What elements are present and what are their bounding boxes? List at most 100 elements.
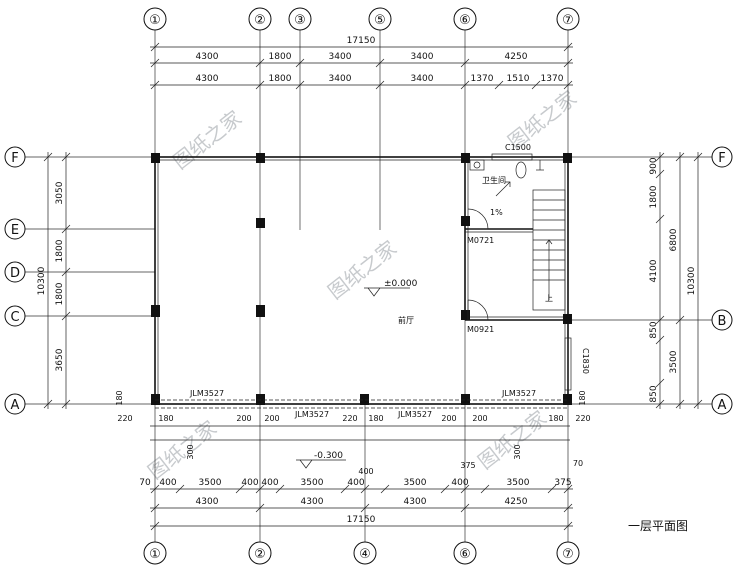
left-dimensions: 10300 3050 1800 1800 3650 <box>37 152 71 409</box>
grid-label-top-5: ⑥ <box>459 13 471 28</box>
dim-top-r2-7: 1370 <box>541 74 564 84</box>
pier-label-4: 200 <box>264 414 279 423</box>
dim-top-r1-3: 3400 <box>329 52 352 62</box>
pier-label-7: 200 <box>441 414 456 423</box>
dim-bottom-r2-7: 400 <box>347 478 364 488</box>
stair: 上 <box>532 189 566 311</box>
beam-right-label: JLM3527 <box>501 389 536 398</box>
top-dimensions: 17150 4300 1800 3400 3400 4250 4300 1800… <box>150 36 573 90</box>
horizontal-grid-lines <box>25 156 720 405</box>
window-top-label: C1500 <box>505 143 531 152</box>
door-m0921-label: M0921 <box>467 325 494 334</box>
beam-mid1-label: JLM3527 <box>294 410 329 419</box>
grid-label-top-4: ⑤ <box>374 13 386 28</box>
dim-bottom-r2-10: 3500 <box>507 478 530 488</box>
elevation-label: ±0.000 <box>384 279 418 289</box>
dim-bottom-r1-3: 4300 <box>404 497 427 507</box>
grid-label-left-D: D <box>10 266 20 281</box>
columns <box>151 153 572 405</box>
grid-label-left-F: F <box>11 151 18 166</box>
pier-label-6: 180 <box>368 414 383 423</box>
grid-label-right-B: B <box>718 314 727 329</box>
dim-bottom-r2-5: 400 <box>261 478 278 488</box>
dim-top-r1-2: 1800 <box>269 52 292 62</box>
small-dim-4: 300 <box>513 444 522 459</box>
beam-mid2-label: JLM3527 <box>397 410 432 419</box>
dim-top-total: 17150 <box>347 36 376 46</box>
bottom-dimensions: 70 400 3500 400 400 3500 400 3500 400 35… <box>139 478 573 531</box>
dim-bottom-r2-2: 400 <box>159 478 176 488</box>
grid-label-top-6: ⑦ <box>562 13 574 28</box>
window-right <box>564 337 572 391</box>
dim-left-1: 3050 <box>55 181 65 204</box>
bottom-grid-bubbles: ① ② ④ ⑥ ⑦ <box>143 541 580 565</box>
dim-right-3: 4100 <box>649 259 659 282</box>
hall-label: 前厅 <box>398 315 414 325</box>
small-dim-1: 180 <box>115 390 124 405</box>
grid-label-bottom-3: ④ <box>359 547 371 562</box>
dim-bottom-total: 17150 <box>347 515 376 525</box>
drawing-title: 一层平面图 <box>628 519 688 533</box>
dim-bottom-r2-3: 3500 <box>199 478 222 488</box>
dim-left-2: 1800 <box>55 239 65 262</box>
grid-label-left-E: E <box>11 223 19 238</box>
dim-top-r2-3: 3400 <box>329 74 352 84</box>
toilet-label: 卫生间 <box>482 175 506 185</box>
dim-right-mid: 6800 <box>669 228 679 251</box>
left-grid-bubbles: F E D C A <box>4 146 26 415</box>
dim-right-4: 850 <box>649 321 659 338</box>
pier-label-9: 180 <box>548 414 563 423</box>
dim-right-1: 900 <box>649 157 659 174</box>
door-m0721 <box>467 208 489 230</box>
top-grid-bubbles: ① ② ③ ⑤ ⑥ ⑦ <box>143 7 580 31</box>
dim-top-r2-6: 1510 <box>507 74 530 84</box>
dim-top-r2-1: 4300 <box>196 74 219 84</box>
pier-label-8: 200 <box>472 414 487 423</box>
pier-label-2: 180 <box>158 414 173 423</box>
dim-right-6: 850 <box>649 385 659 402</box>
foundation-beam <box>155 399 568 409</box>
dim-bottom-r2-8: 3500 <box>404 478 427 488</box>
grid-label-top-1: ① <box>149 13 161 28</box>
small-dims: 180 180 300 300 400 375 70 <box>115 390 587 476</box>
dim-left-total: 10300 <box>37 266 47 295</box>
dim-right-total: 10300 <box>687 266 697 295</box>
grid-label-top-3: ③ <box>294 13 306 28</box>
grid-label-right-F: F <box>718 151 725 166</box>
pier-label-3: 200 <box>236 414 251 423</box>
outdoor-elevation-label: -0.300 <box>314 451 343 461</box>
pier-label-10: 220 <box>575 414 590 423</box>
dim-left-3: 1800 <box>55 282 65 305</box>
dim-bottom-r2-9: 400 <box>451 478 468 488</box>
pier-label-5: 220 <box>342 414 357 423</box>
pier-labels: 220 180 200 200 220 180 200 200 180 220 <box>117 414 590 423</box>
dim-top-r2-2: 1800 <box>269 74 292 84</box>
outdoor-step <box>150 425 570 469</box>
window-top <box>491 153 533 161</box>
dim-bottom-r1-1: 4300 <box>196 497 219 507</box>
small-dim-5: 400 <box>358 467 373 476</box>
watermark-1: 图纸之家 <box>168 106 246 174</box>
dim-bottom-r2-6: 3500 <box>301 478 324 488</box>
dim-bottom-r2-11: 375 <box>554 478 571 488</box>
right-dimensions: 900 1800 4100 850 3500 850 6800 10300 <box>649 152 703 409</box>
grid-label-left-A: A <box>11 398 20 413</box>
dim-top-r1-1: 4300 <box>196 52 219 62</box>
beam-left-label: JLM3527 <box>189 389 224 398</box>
dim-right-5: 3500 <box>669 350 679 373</box>
window-right-label: C1830 <box>581 348 590 374</box>
slope-label: 1% <box>490 208 503 217</box>
pier-label-1: 220 <box>117 414 132 423</box>
grid-label-left-C: C <box>10 310 19 325</box>
small-dim-7: 70 <box>573 459 583 468</box>
dim-bottom-r1-2: 4300 <box>301 497 324 507</box>
grid-label-bottom-1: ① <box>149 547 161 562</box>
dim-top-r2-5: 1370 <box>471 74 494 84</box>
grid-label-top-2: ② <box>254 13 266 28</box>
dim-bottom-r1-4: 4250 <box>505 497 528 507</box>
grid-label-bottom-2: ② <box>254 547 266 562</box>
dim-left-4: 3650 <box>55 348 65 371</box>
dim-bottom-r2-1: 70 <box>139 478 151 488</box>
dim-top-r1-4: 3400 <box>411 52 434 62</box>
